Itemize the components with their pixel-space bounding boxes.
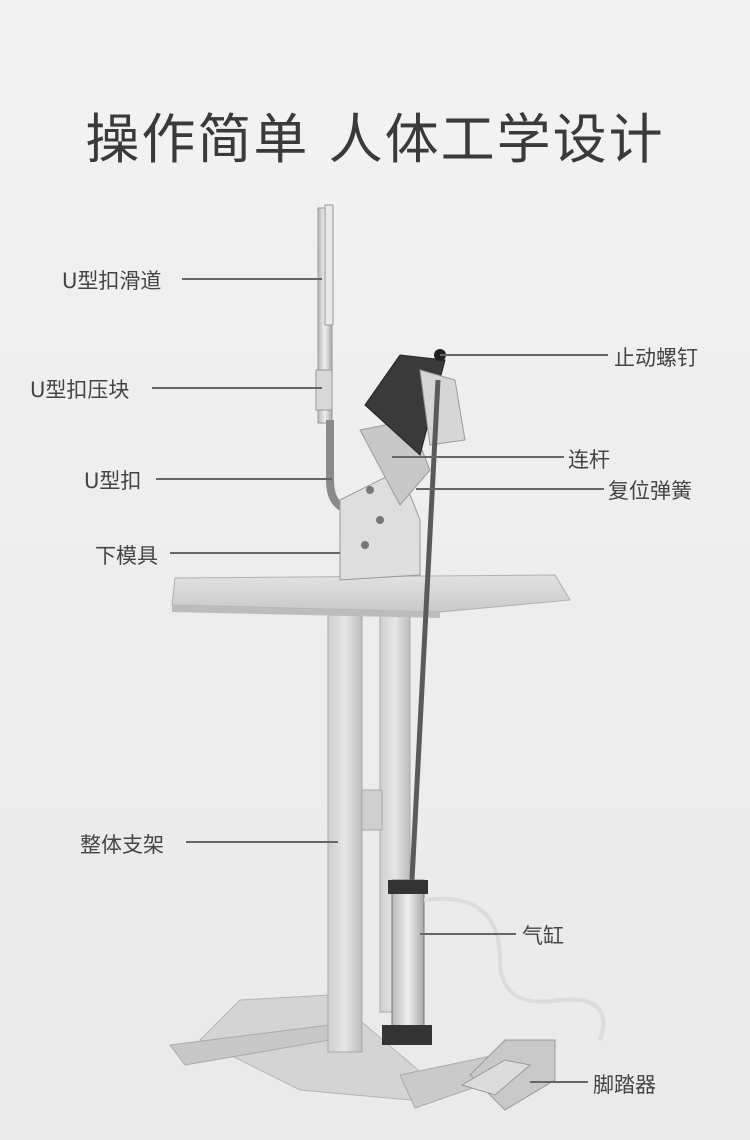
leader-line: [420, 933, 516, 935]
leader-line: [392, 456, 564, 458]
label-connecting-rod: 连杆: [568, 448, 610, 472]
leader-line: [186, 841, 338, 843]
leader-line: [170, 552, 340, 554]
label-frame: 整体支架: [80, 833, 164, 857]
table-top: [171, 574, 571, 618]
label-u-clip-press-block: U型扣压块: [30, 378, 130, 402]
leader-line: [156, 478, 332, 480]
label-u-clip-slide: U型扣滑道: [62, 269, 162, 293]
page-headline: 操作简单 人体工学设计: [85, 108, 665, 171]
leader-line: [182, 278, 322, 280]
label-u-clip: U型扣: [84, 469, 142, 493]
label-return-spring: 复位弹簧: [608, 479, 692, 503]
frame-base: [169, 994, 526, 1109]
label-air-cylinder: 气缸: [522, 924, 564, 948]
leader-line: [530, 1081, 588, 1083]
u-clip-press-block: [315, 369, 333, 411]
air-cylinder: [382, 879, 432, 1045]
leader-line: [440, 354, 608, 356]
connecting-rod: [409, 379, 441, 881]
label-foot-pedal: 脚踏器: [593, 1073, 656, 1097]
air-hose: [423, 896, 606, 1041]
label-lower-die: 下模具: [95, 544, 158, 568]
label-stop-screw: 止动螺钉: [614, 346, 698, 370]
leader-line: [416, 488, 604, 490]
foot-pedal: [460, 1039, 556, 1111]
u-clip-slide: [317, 204, 334, 424]
leader-line: [152, 387, 322, 389]
press-head: [339, 349, 466, 581]
